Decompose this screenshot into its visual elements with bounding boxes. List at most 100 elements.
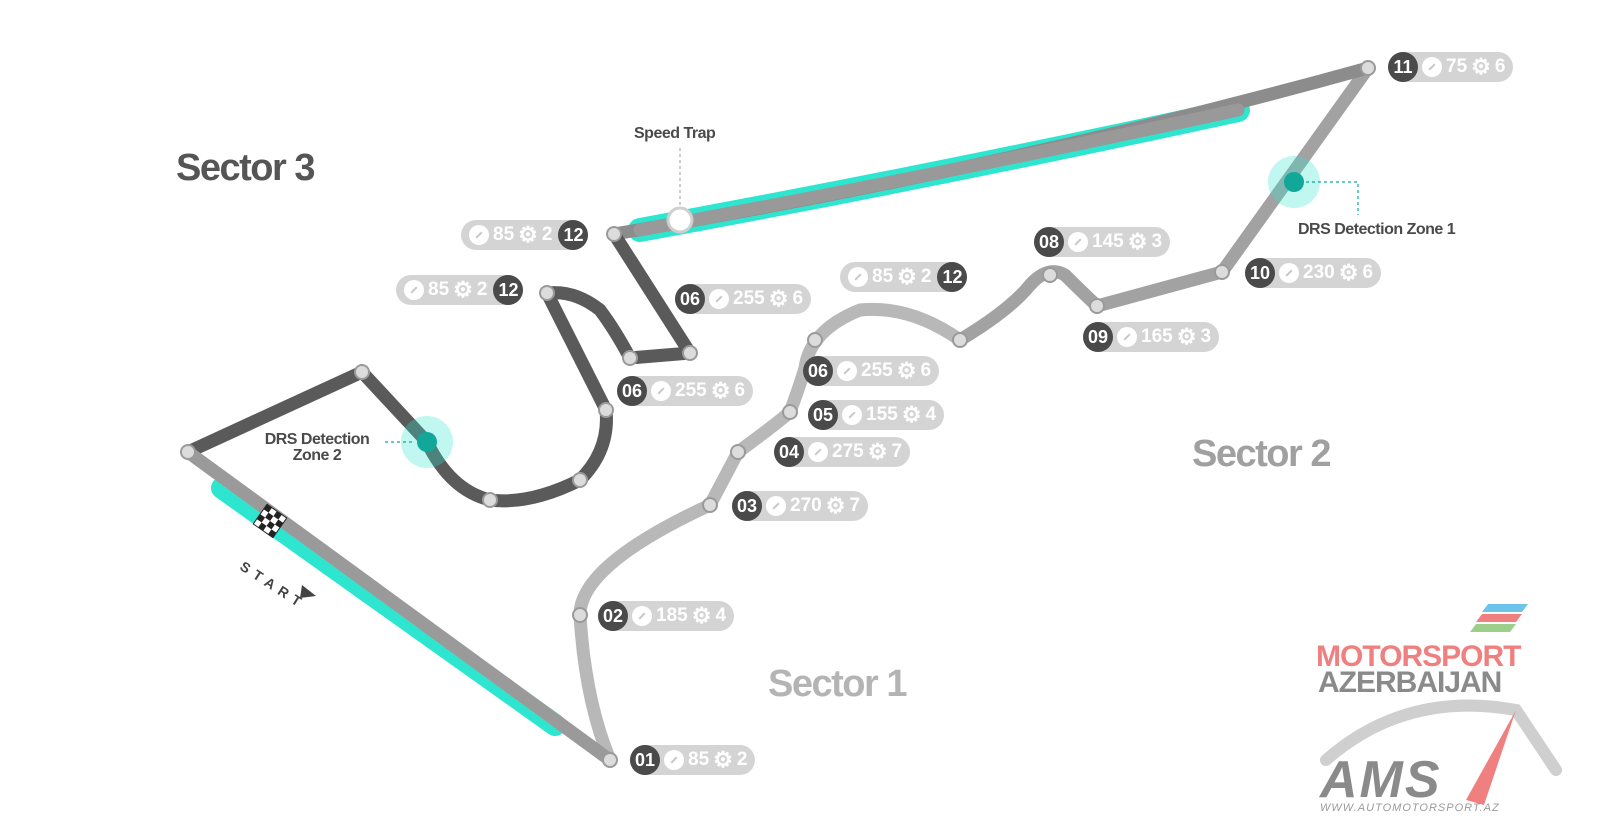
corner-number-badge: 12 — [558, 220, 589, 250]
corner-02-pill: 02 185 ⚙ 4 — [598, 601, 735, 631]
corner-number-badge: 01 — [630, 745, 660, 775]
start-arrow-icon — [300, 585, 316, 598]
corner-speed: 145 — [1092, 231, 1124, 252]
corner-number-badge: 05 — [808, 400, 838, 430]
corner-09-pill: 09 165 ⚙ 3 — [1083, 322, 1220, 352]
drs-zone-2-line1: DRS Detection — [264, 431, 370, 448]
sector-3-track — [181, 227, 697, 508]
corner-speed: 85 — [688, 749, 710, 770]
gear-icon: ⚙ — [768, 286, 789, 311]
corner-number-badge: 03 — [732, 491, 762, 521]
corner-number-badge: 12 — [937, 262, 968, 292]
gear-icon: ⚙ — [896, 358, 917, 383]
speed-gauge-icon — [837, 361, 857, 381]
corner-12-pill-b: 12 2 ⚙ 85 — [461, 220, 589, 250]
corner-speed: 85 — [493, 224, 515, 245]
corner-gear: 6 — [920, 360, 932, 381]
corner-gear: 6 — [734, 380, 746, 401]
logo-swoosh — [1320, 699, 1562, 805]
speed-gauge-icon — [469, 225, 489, 245]
corner-speed: 230 — [1303, 262, 1335, 283]
corner-03-pill: 03 270 ⚙ 7 — [732, 491, 869, 521]
corner-speed: 155 — [866, 404, 898, 425]
corner-speed: 85 — [872, 266, 894, 287]
corner-speed: 75 — [1446, 56, 1468, 77]
drs-detection-2-marker — [417, 432, 437, 452]
speed-gauge-icon — [808, 442, 828, 462]
corner-04-pill: 04 275 ⚙ 7 — [774, 437, 911, 467]
corner-gear: 2 — [920, 266, 932, 287]
speed-gauge-icon — [766, 496, 786, 516]
gear-icon: ⚙ — [518, 222, 538, 247]
corner-05-pill: 05 155 ⚙ 4 — [808, 400, 945, 430]
drs-zone-2-line2: Zone 2 — [292, 447, 342, 464]
corner-gear: 4 — [715, 605, 727, 626]
corner-gear: 3 — [1151, 231, 1163, 252]
corner-number-badge: 12 — [493, 275, 524, 305]
corner-speed: 85 — [428, 279, 450, 300]
corner-speed: 275 — [832, 441, 864, 462]
drs-detection-1-marker — [1284, 172, 1304, 192]
motorsport-azerbaijan-logo: MOTORSPORT AZERBAIJAN AMS WWW.AUTOMOTORS… — [1316, 600, 1566, 830]
logo-azerbaijan-text: AZERBAIJAN — [1318, 666, 1502, 699]
speed-gauge-icon — [404, 280, 424, 300]
corner-12-pill-a: 12 2 ⚙ 85 — [840, 262, 968, 292]
corner-number-badge: 08 — [1034, 227, 1064, 257]
corner-06-pill-b: 06 255 ⚙ 6 — [675, 284, 812, 314]
corner-01-pill: 01 85 ⚙ 2 — [630, 745, 756, 775]
corner-number-badge: 06 — [803, 356, 833, 386]
logo-url: WWW.AUTOMOTORSPORT.AZ — [1320, 802, 1500, 814]
corner-speed: 255 — [861, 360, 893, 381]
gear-icon: ⚙ — [825, 493, 846, 518]
speed-gauge-icon — [1279, 263, 1299, 283]
gear-icon: ⚙ — [1471, 54, 1491, 79]
corner-speed: 270 — [790, 495, 822, 516]
corner-speed: 255 — [675, 380, 707, 401]
speed-gauge-icon — [1068, 232, 1088, 252]
corner-gear: 7 — [891, 441, 903, 462]
corner-08-pill: 08 145 ⚙ 3 — [1034, 227, 1171, 257]
corner-number-badge: 09 — [1083, 322, 1113, 352]
corner-06-pill: 06 255 ⚙ 6 — [803, 356, 940, 386]
back-straight-overlay — [633, 103, 1245, 237]
speed-gauge-icon — [709, 289, 729, 309]
gear-icon: ⚙ — [1176, 324, 1197, 349]
corner-speed: 165 — [1141, 326, 1173, 347]
gear-icon: ⚙ — [897, 264, 917, 289]
corner-number-badge: 11 — [1388, 52, 1418, 82]
corner-gear: 2 — [476, 279, 488, 300]
logo-ams-mark: AMS — [1320, 751, 1442, 809]
gear-icon: ⚙ — [713, 747, 733, 772]
corner-gear: 2 — [541, 224, 553, 245]
logo-motorsport-text: MOTORSPORT — [1316, 640, 1521, 673]
speed-gauge-icon — [632, 606, 652, 626]
drs-detection-zone-2-label: DRS Detection Zone 2 — [256, 432, 378, 464]
speed-trap-marker — [666, 206, 694, 234]
speed-gauge-icon — [1117, 327, 1137, 347]
corner-number-badge: 10 — [1245, 258, 1275, 288]
main-straight-track — [181, 445, 617, 767]
checkered-flag-icon — [252, 503, 288, 539]
sector-1-label: Sector 1 — [768, 663, 907, 705]
corner-12-pill-c: 12 2 ⚙ 85 — [396, 275, 524, 305]
logo-flag-stripes — [1470, 604, 1528, 632]
corner-nodes — [180, 60, 1376, 768]
corner-number-badge: 06 — [675, 284, 705, 314]
gear-icon: ⚙ — [901, 402, 922, 427]
corner-gear: 4 — [925, 404, 937, 425]
corner-11-pill: 11 75 ⚙ 6 — [1388, 52, 1514, 82]
gear-icon: ⚙ — [710, 378, 731, 403]
corner-gear: 7 — [849, 495, 861, 516]
sector-2-label: Sector 2 — [1192, 433, 1331, 475]
corner-gear: 2 — [736, 749, 748, 770]
corner-number-badge: 04 — [774, 437, 804, 467]
sector-1-track — [181, 302, 967, 767]
speed-gauge-icon — [848, 267, 868, 287]
speed-gauge-icon — [664, 750, 684, 770]
corner-gear: 3 — [1200, 326, 1212, 347]
corner-gear: 6 — [1494, 56, 1506, 77]
gear-icon: ⚙ — [453, 277, 473, 302]
sector-3-label: Sector 3 — [176, 147, 315, 189]
corner-gear: 6 — [1362, 262, 1374, 283]
